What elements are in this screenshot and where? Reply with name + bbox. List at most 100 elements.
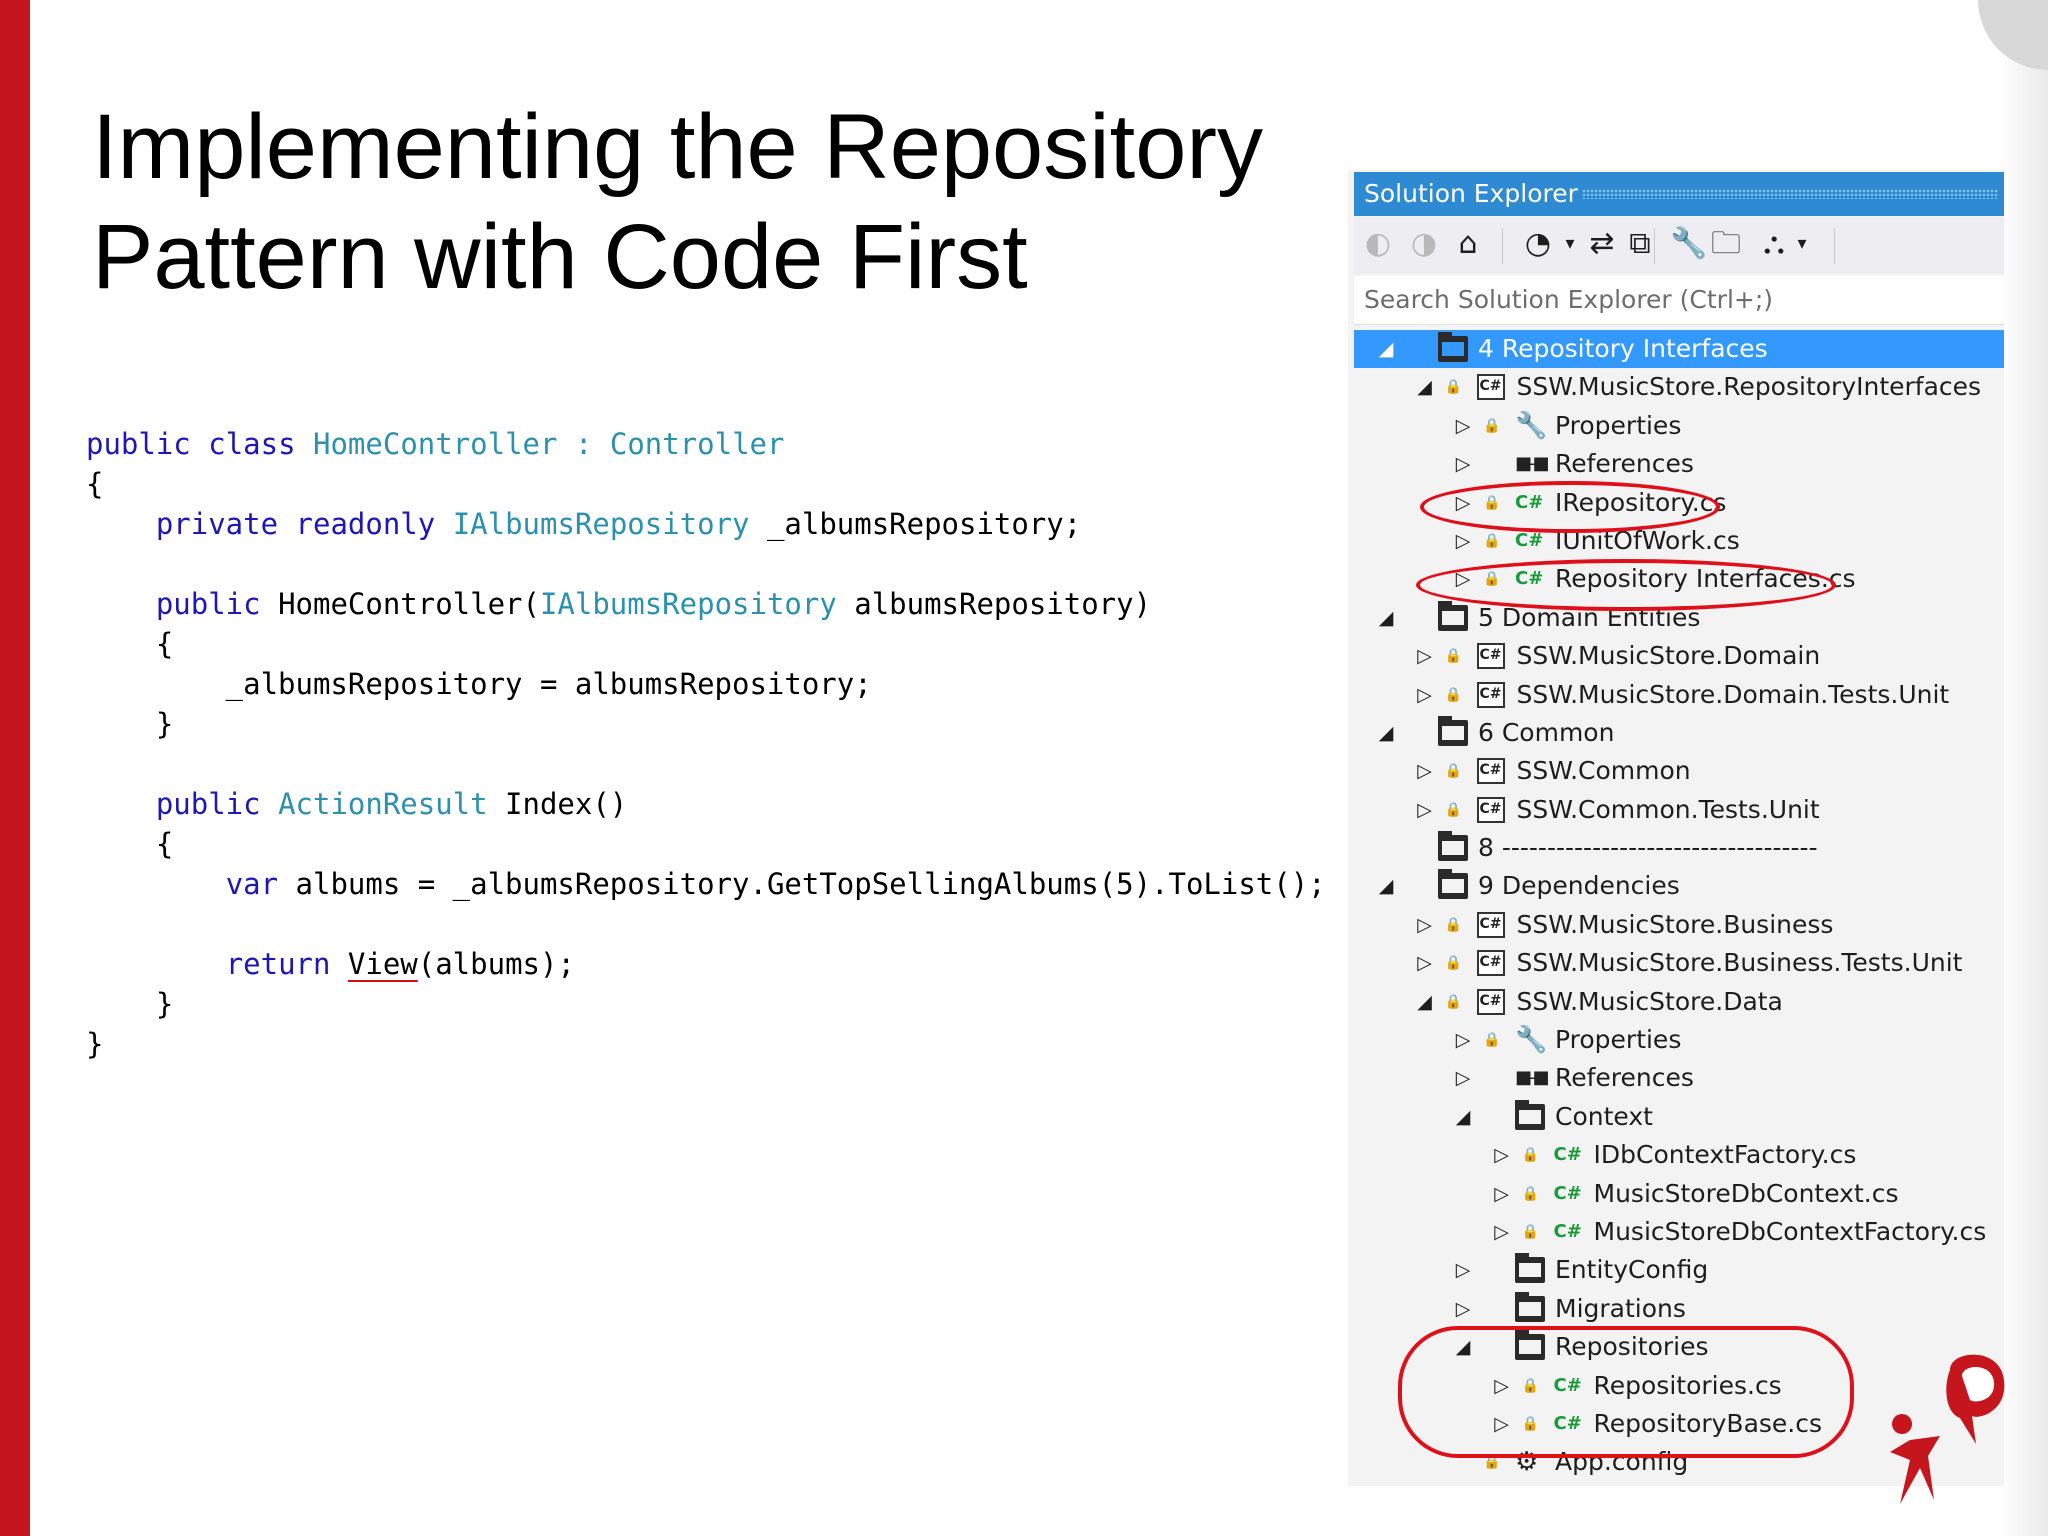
tree-item[interactable]: ▷🔒C#MusicStoreDbContext.cs xyxy=(1354,1175,2004,1213)
tree-item[interactable]: ◢🔒C#SSW.MusicStore.RepositoryInterfaces xyxy=(1354,368,2004,406)
collapsed-arrow-icon[interactable]: ▷ xyxy=(1494,1220,1509,1243)
expanded-arrow-icon[interactable]: ◢ xyxy=(1378,338,1394,360)
csharp-file-icon: C# xyxy=(1553,1374,1582,1396)
tree-item[interactable]: ▷🔒C#SSW.MusicStore.Business.Tests.Unit xyxy=(1354,944,2004,982)
expanded-arrow-icon[interactable]: ◢ xyxy=(1378,606,1394,629)
pending-changes-filter-icon[interactable]: ◔ xyxy=(1524,226,1552,261)
collapsed-arrow-icon[interactable]: ▷ xyxy=(1455,568,1471,591)
collapse-all-icon[interactable]: ⧉ xyxy=(1629,226,1651,261)
code-text: _albumsRepository; xyxy=(749,507,1082,541)
tree-item[interactable]: ◢9 Dependencies xyxy=(1354,867,2004,905)
folder-icon xyxy=(1515,1330,1545,1361)
back-icon[interactable]: ◐ xyxy=(1364,226,1392,261)
collapsed-arrow-icon[interactable]: ▷ xyxy=(1417,760,1432,783)
collapsed-arrow-icon[interactable]: ▷ xyxy=(1494,1412,1509,1435)
collapsed-arrow-icon[interactable]: ▷ xyxy=(1455,1259,1471,1282)
csharp-project-icon: C# xyxy=(1476,643,1505,670)
tree-item[interactable]: 8 ----------------------------------- xyxy=(1354,829,2004,867)
tree-item-label: SSW.Common xyxy=(1516,756,1691,786)
slide-title: Implementing the Repository Pattern with… xyxy=(92,92,1352,312)
tree-item-label: References xyxy=(1555,1063,1694,1093)
class-view-icon[interactable]: ⛬ xyxy=(1763,226,1785,261)
tree-item-label: Properties xyxy=(1555,410,1682,440)
tree-item[interactable]: ▷🔒🔧Properties xyxy=(1354,1021,2004,1059)
folder-icon xyxy=(1438,831,1468,862)
tree-item-label: MusicStoreDbContext.cs xyxy=(1593,1178,1899,1208)
collapsed-arrow-icon[interactable]: ▷ xyxy=(1494,1182,1509,1205)
collapsed-arrow-icon[interactable]: ▷ xyxy=(1417,952,1432,975)
tree-item[interactable]: ◢ Repositories xyxy=(1354,1328,2004,1366)
solution-explorer-search xyxy=(1354,276,2004,325)
references-icon: ■-■ xyxy=(1515,453,1549,475)
expanded-arrow-icon[interactable]: ◢ xyxy=(1417,376,1432,399)
tree-item[interactable]: ▷🔒C#Repository Interfaces.cs xyxy=(1354,560,2004,598)
collapsed-arrow-icon[interactable]: ▷ xyxy=(1417,645,1432,668)
sync-icon[interactable]: ⇄ xyxy=(1589,226,1615,261)
tree-item[interactable]: ◢🔒C#SSW.MusicStore.Data xyxy=(1354,983,2004,1021)
code-text: } xyxy=(86,987,174,1021)
tree-item-label: SSW.MusicStore.Business xyxy=(1516,909,1834,939)
csharp-file-icon: C# xyxy=(1553,1182,1582,1204)
tree-item[interactable]: ◢ 4 Repository Interfaces xyxy=(1354,330,2004,369)
tree-item[interactable]: ◢Context xyxy=(1354,1098,2004,1136)
tree-item[interactable]: ▷🔒C#SSW.MusicStore.Domain.Tests.Unit xyxy=(1354,676,2004,714)
tree-item[interactable]: ▷🔒C#Repositories.cs xyxy=(1354,1367,2004,1405)
tree-item[interactable]: ▷EntityConfig xyxy=(1354,1251,2004,1289)
collapsed-arrow-icon[interactable]: ▷ xyxy=(1417,913,1432,936)
collapsed-arrow-icon[interactable]: ▷ xyxy=(1455,453,1471,476)
tree-item[interactable]: ▷🔒C#SSW.Common.Tests.Unit xyxy=(1354,791,2004,829)
tree-item[interactable]: ▷🔒C#RepositoryBase.cs xyxy=(1354,1405,2004,1443)
expanded-arrow-icon[interactable]: ◢ xyxy=(1417,990,1432,1013)
collapsed-arrow-icon[interactable]: ▷ xyxy=(1417,798,1432,821)
slide-edge-shadow xyxy=(2000,0,2048,1536)
expanded-arrow-icon[interactable]: ◢ xyxy=(1455,1105,1471,1128)
dropdown-arrow-icon[interactable]: ▾ xyxy=(1565,233,1575,254)
code-line: public ActionResult Index() xyxy=(86,784,1346,824)
properties-wrench-icon[interactable]: 🔧 xyxy=(1670,226,1708,261)
tree-item[interactable]: ▷🔒C#MusicStoreDbContextFactory.cs xyxy=(1354,1213,2004,1251)
expanded-arrow-icon[interactable]: ◢ xyxy=(1378,721,1394,744)
tree-item[interactable]: ▷🔒C#SSW.MusicStore.Domain xyxy=(1354,637,2004,675)
tree-item[interactable]: 🔒⚙App.config xyxy=(1354,1443,2004,1481)
solution-explorer-title-bar[interactable]: Solution Explorer xyxy=(1354,172,2004,216)
expanded-arrow-icon[interactable]: ◢ xyxy=(1455,1336,1471,1359)
tree-item-label: 4 Repository Interfaces xyxy=(1478,334,1768,363)
tree-item-label: Repositories xyxy=(1555,1332,1709,1362)
more-options-icon[interactable]: ▾ xyxy=(1797,233,1807,254)
collapsed-arrow-icon[interactable]: ▷ xyxy=(1455,529,1471,552)
home-icon[interactable]: ⌂ xyxy=(1458,226,1478,261)
collapsed-arrow-icon[interactable]: ▷ xyxy=(1417,683,1432,706)
tree-item[interactable]: ▷🔒C#IRepository.cs xyxy=(1354,484,2004,522)
collapsed-arrow-icon[interactable]: ▷ xyxy=(1455,491,1471,514)
folder-inner xyxy=(1442,342,1464,356)
collapsed-arrow-icon[interactable]: ▷ xyxy=(1455,414,1471,437)
tree-item[interactable]: ▷Migrations xyxy=(1354,1290,2004,1328)
code-keyword: private xyxy=(155,507,279,541)
references-icon: ■-■ xyxy=(1515,1067,1549,1089)
collapsed-arrow-icon[interactable]: ▷ xyxy=(1455,1067,1471,1090)
code-text: _albumsRepository = albumsRepository; xyxy=(86,667,872,701)
tree-item[interactable]: ▷🔒🔧Properties xyxy=(1354,407,2004,445)
collapsed-arrow-icon[interactable]: ▷ xyxy=(1494,1374,1509,1397)
tree-item[interactable]: ▷🔒C#IUnitOfWork.cs xyxy=(1354,522,2004,560)
tree-item[interactable]: ▷🔒C#SSW.Common xyxy=(1354,752,2004,790)
forward-icon[interactable]: ◑ xyxy=(1410,226,1438,261)
show-all-files-icon[interactable]: 🗀 xyxy=(1711,226,1741,261)
csharp-project-icon: C# xyxy=(1476,681,1505,708)
tree-item[interactable]: ▷🔒C#IDbContextFactory.cs xyxy=(1354,1136,2004,1174)
tree-item[interactable]: ▷🔒C#SSW.MusicStore.Business xyxy=(1354,906,2004,944)
source-control-lock-icon: 🔒 xyxy=(1444,801,1462,818)
tree-item[interactable]: ▷■-■References xyxy=(1354,445,2004,483)
code-text xyxy=(592,427,609,461)
tree-item[interactable]: ▷ ■-■ References xyxy=(1354,1059,2004,1097)
expanded-arrow-icon[interactable]: ◢ xyxy=(1378,875,1394,898)
search-input[interactable] xyxy=(1354,276,1994,322)
tree-item[interactable]: ◢6 Common xyxy=(1354,714,2004,752)
collapsed-arrow-icon[interactable]: ▷ xyxy=(1455,1297,1471,1320)
code-line xyxy=(86,744,1346,784)
collapsed-arrow-icon[interactable]: ▷ xyxy=(1494,1144,1509,1167)
source-control-lock-icon: 🔒 xyxy=(1521,1415,1539,1432)
collapsed-arrow-icon[interactable]: ▷ xyxy=(1455,1029,1471,1052)
tree-item[interactable]: ◢5 Domain Entities xyxy=(1354,599,2004,637)
code-line: } xyxy=(86,704,1346,744)
